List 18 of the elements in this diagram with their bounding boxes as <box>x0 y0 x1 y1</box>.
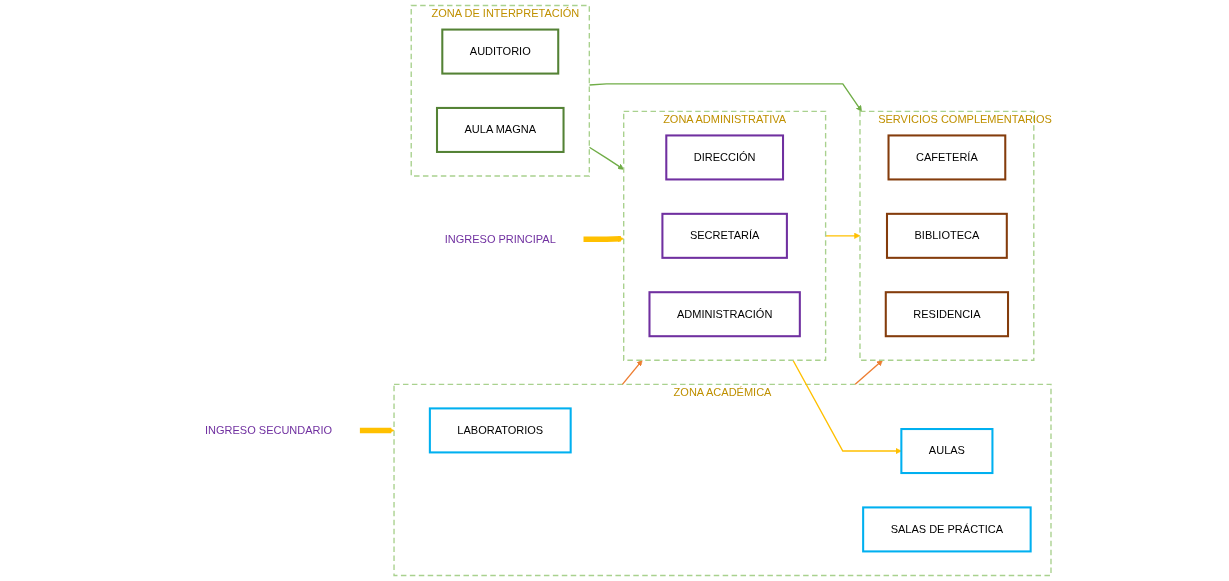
arrow <box>854 360 884 386</box>
node-box: LABORATORIOS <box>429 407 572 454</box>
node-box: DIRECCIÓN <box>665 134 785 181</box>
node-box: SALAS DE PRÁCTICA <box>862 506 1032 553</box>
arrow <box>359 427 395 434</box>
node-box: ADMINISTRACIÓN <box>648 291 802 338</box>
arrow <box>622 360 643 386</box>
arrow <box>825 232 861 239</box>
node-box: CAFETERÍA <box>887 134 1007 181</box>
node-box: AULAS <box>900 428 994 475</box>
node-text: INGRESO SECUNDARIO <box>205 424 333 436</box>
node-text: INGRESO PRINCIPAL <box>445 233 557 245</box>
node-box: SECRETARÍA <box>661 212 789 259</box>
arrow <box>792 359 902 455</box>
node-box: RESIDENCIA <box>885 291 1010 338</box>
node-box: AUDITORIO <box>441 28 560 75</box>
node-box: AULA MAGNA <box>436 106 565 153</box>
node-box: BIBLIOTECA <box>886 212 1009 259</box>
